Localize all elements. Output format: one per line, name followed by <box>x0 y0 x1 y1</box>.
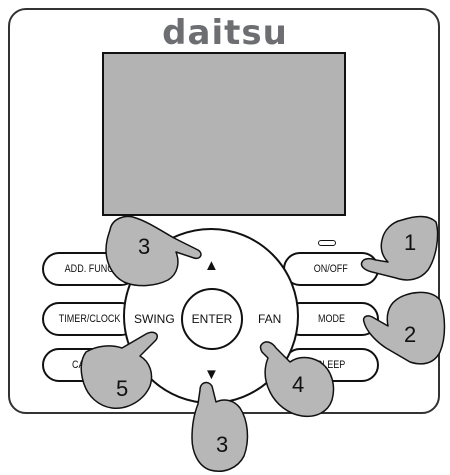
callout-down: 3 <box>216 432 229 457</box>
on-off-button[interactable]: ON/OFF <box>283 252 379 286</box>
callout-on-off: 1 <box>404 230 417 255</box>
callout-mode: 2 <box>404 322 417 347</box>
hand-icon-on-off <box>360 215 439 281</box>
brand-logo: daitsu <box>162 13 288 53</box>
fan-button[interactable]: FAN <box>258 312 282 326</box>
hand-icon-fan <box>259 341 335 418</box>
power-indicator-led <box>318 240 336 246</box>
hand-icon-up <box>105 215 202 287</box>
callout-up: 3 <box>138 234 151 259</box>
swing-button[interactable]: SWING <box>134 312 175 326</box>
mode-button[interactable]: MODE <box>283 302 379 336</box>
timer-clock-label: TIMER/CLOCK <box>59 313 121 325</box>
hand-icon-swing <box>80 331 158 409</box>
mode-label: MODE <box>317 313 345 325</box>
enter-label: ENTER <box>191 312 233 326</box>
lcd-display <box>102 52 346 216</box>
down-arrow-icon[interactable]: ▼ <box>204 366 219 383</box>
on-off-label: ON/OFF <box>313 263 349 275</box>
enter-button[interactable]: ENTER <box>181 288 243 350</box>
hand-icon-down <box>191 381 249 472</box>
callout-swing: 5 <box>116 376 129 401</box>
add-func-label: ADD. FUNC. <box>64 263 116 275</box>
up-arrow-icon[interactable]: ▲ <box>204 257 219 274</box>
hand-icon-mode <box>362 291 446 365</box>
callout-fan: 4 <box>292 372 305 397</box>
